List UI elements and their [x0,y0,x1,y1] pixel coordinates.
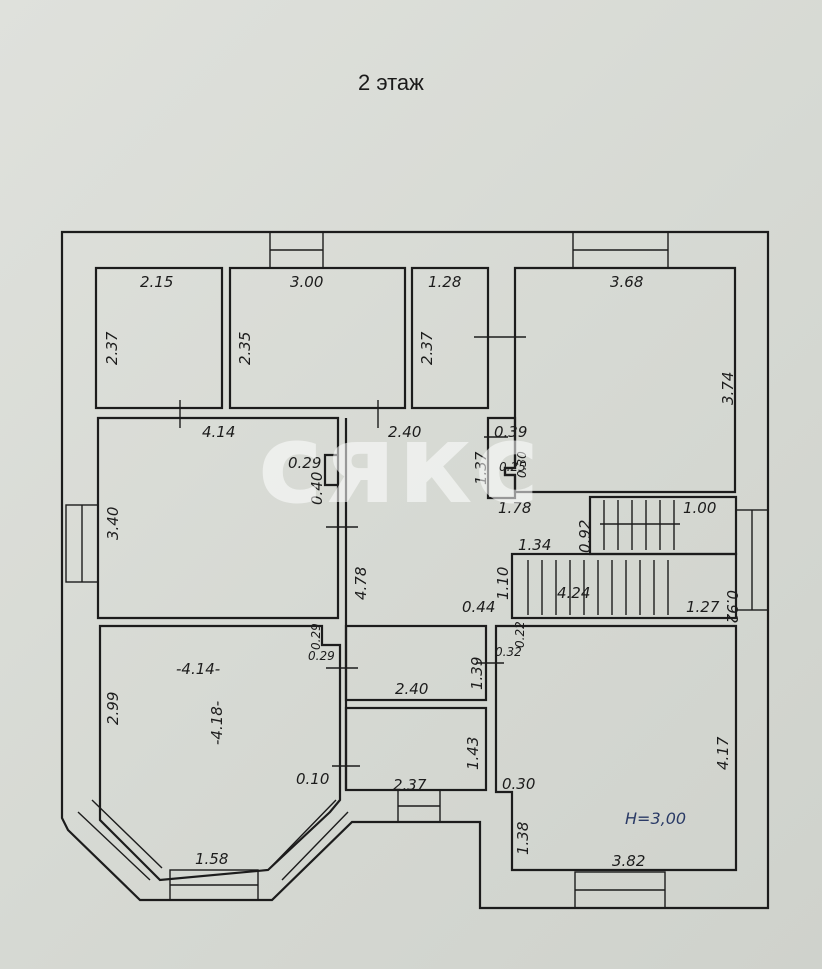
dim-label: 2.40 [395,680,428,698]
dim-label: 0.44 [462,598,495,616]
dim-label: 2.37 [393,776,427,794]
outer-wall [60,230,770,910]
dim-label: 0.25 [499,460,526,474]
dim-label: 4.78 [352,567,370,600]
dim-label: 1.78 [498,499,531,517]
dim-label: 3.00 [290,273,323,291]
dim-label: 0.30 [502,775,535,793]
dim-label: 0.40 [308,472,326,505]
dim-label: 2.99 [104,692,122,725]
floor-title: 2 этаж [358,70,424,95]
hall-notch [486,416,517,500]
living-room [96,416,340,620]
stair-treads [527,500,680,615]
dim-label: 1.37 [472,451,490,485]
dim-label: 4.17 [714,736,732,770]
dim-label: 3.74 [719,372,737,405]
room-lower-left [98,624,342,882]
dim-label: 1.34 [518,536,551,554]
dim-label: 0.39 [494,423,527,441]
dim-label: -4.14- [176,660,220,678]
room-1 [94,266,224,410]
dim-label: 1.39 [468,657,486,690]
watermark-logo: сякс [258,400,542,528]
dim-label: 4.24 [557,584,590,602]
dim-label: 0.92 [723,590,741,623]
dim-label: -4.18- [208,701,226,745]
dim-label: 2.37 [418,331,436,365]
room-right-bottom [494,624,738,872]
dim-label: 3.68 [610,273,643,291]
dim-label: 2.40 [388,423,421,441]
dim-label: 0.10 [296,770,329,788]
dim-label: 4.14 [202,423,235,441]
dim-label: 0.92 [576,520,594,553]
dim-label: 1.27 [686,598,720,616]
dim-label: 0.30 [515,451,529,478]
dim-label: 2.15 [140,273,173,291]
dim-label: 1.28 [428,273,461,291]
dim-label: 1.00 [683,499,716,517]
dim-label: 2.37 [103,331,121,365]
ceiling-height-note: H=3,00 [625,809,686,828]
dim-label: 3.40 [104,507,122,540]
dim-label: 1.10 [494,567,512,600]
dim-label: 2.35 [236,332,254,365]
windows [65,231,769,909]
dim-label: 0.29 [288,454,321,472]
dim-label: 0.29 [308,649,335,663]
dim-label: 3.82 [612,852,645,870]
dim-label: 1.58 [195,850,228,868]
dim-label: 1.43 [464,737,482,770]
dim-label: 0.22 [513,621,527,648]
room-3 [410,266,490,410]
dim-label: 0.29 [309,623,323,650]
dim-label: 0.32 [495,645,522,659]
door-marks [179,336,526,767]
dim-label: 1.38 [514,822,532,855]
